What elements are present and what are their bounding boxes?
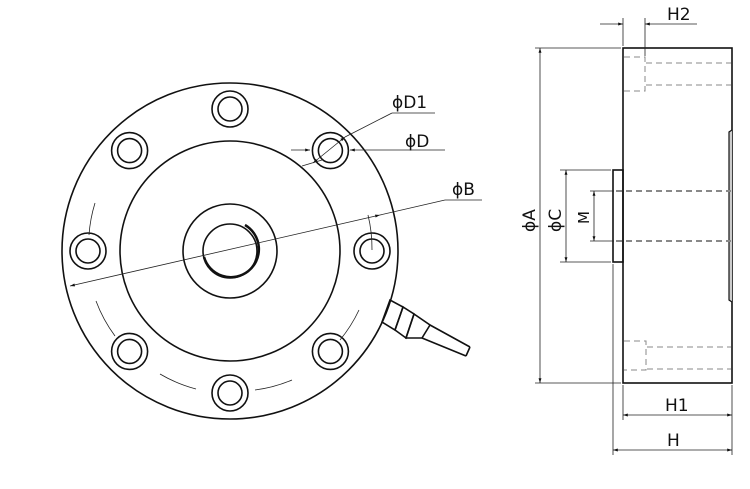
bolt-circle-arc <box>159 373 197 390</box>
recess <box>728 129 733 303</box>
body-outline <box>622 47 733 384</box>
label-phi-a: ϕA <box>520 209 540 232</box>
bolt-hole-outer <box>211 90 249 128</box>
bolt-hole-outer <box>110 332 149 371</box>
label-phi-d: ϕD <box>405 132 429 152</box>
boss-outline <box>612 169 624 263</box>
bolt-hole-outer <box>211 374 249 412</box>
label-phi-d1: ϕD1 <box>392 93 427 113</box>
label-phi-c: ϕC <box>546 209 566 232</box>
bolt-hole-inner <box>116 137 143 164</box>
bolt-hole-inner <box>317 338 344 365</box>
hub-circle <box>182 203 278 299</box>
label-h1: H1 <box>665 396 689 416</box>
label-phi-b: ϕB <box>452 180 475 200</box>
outer-flange-circle <box>61 82 399 420</box>
bolt-hole-inner <box>116 338 143 365</box>
bolt-hole-inner <box>75 238 101 264</box>
bolt-hole-inner <box>217 96 243 122</box>
bolt-hole-inner <box>217 380 243 406</box>
bolt-hole-outer <box>110 131 149 170</box>
side-view: H2 H1 H ϕA ϕC M <box>520 5 733 455</box>
label-h: H <box>667 431 680 451</box>
label-h2: H2 <box>667 5 691 25</box>
bolt-circle-arc <box>95 300 116 337</box>
bolt-hole-outer <box>311 332 350 371</box>
front-view: ϕD1 ϕD ϕB <box>61 82 482 420</box>
inner-ring-circle <box>119 140 341 362</box>
bolt-circle-arc <box>88 202 96 236</box>
bolt-circle-arc <box>254 379 293 391</box>
cable-gland <box>381 298 471 357</box>
bolt-circle-arc <box>339 309 360 341</box>
bolt-hole-outer <box>311 131 350 170</box>
label-m: M <box>575 211 593 224</box>
